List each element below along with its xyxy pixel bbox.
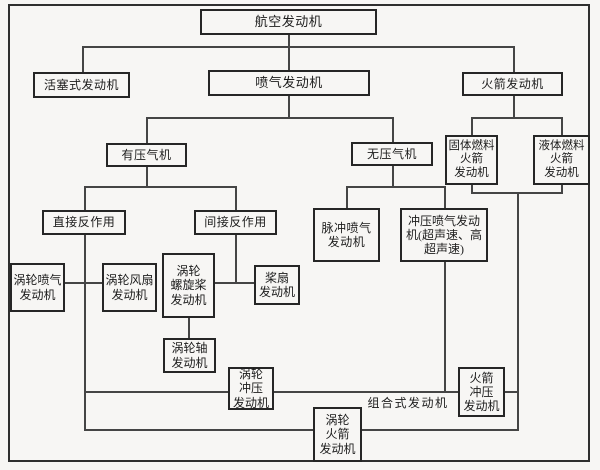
connector-line [392,165,394,188]
connector-line [214,282,255,284]
node-rocket-ramjet-engine: 火箭 冲压 发动机 [458,367,505,417]
connector-line [288,46,290,71]
node-ramjet-engine: 冲压喷气发动 机(超声速、高 超声速) [400,208,488,262]
node-direct-reaction: 直接反作用 [42,210,126,235]
connector-line [235,186,237,211]
connector-line [346,186,348,209]
connector-line [561,184,563,194]
node-aviation-engine: 航空发动机 [200,9,377,35]
node-rocket-engine: 火箭发动机 [462,72,563,96]
node-with-compressor: 有压气机 [106,143,187,167]
connector-line [288,95,290,119]
node-piston-engine: 活塞式发动机 [33,72,130,98]
connector-line [392,117,394,143]
node-turbofan-engine: 涡轮风扇 发动机 [102,263,157,312]
node-indirect-reaction: 间接反作用 [194,210,277,235]
node-propfan-engine: 桨扇 发动机 [254,265,300,305]
node-turbojet-engine: 涡轮喷气 发动机 [10,263,65,312]
outer-border-frame [8,4,590,462]
node-solid-fuel-rocket: 固体燃料 火箭 发动机 [445,135,498,185]
connector-line [471,184,473,194]
node-turbo-rocket-engine: 涡轮 火箭 发动机 [313,407,362,462]
connector-line [84,234,86,431]
node-pulse-jet-engine: 脉冲喷气 发动机 [313,208,380,262]
connector-line [235,234,237,284]
connector-line [444,261,446,393]
connector-line [288,34,290,48]
connector-line [471,117,563,119]
node-turboshaft-engine: 涡轮轴 发动机 [163,338,216,373]
connector-line [346,186,446,188]
connector-line [444,186,446,209]
node-turbo-ramjet-engine: 涡轮 冲压 发动机 [228,367,274,410]
connector-line [188,317,190,339]
connector-line [471,117,473,136]
connector-line [504,391,519,393]
node-without-compressor: 无压气机 [351,142,433,166]
connector-line [82,46,515,48]
connector-line [84,429,519,431]
connector-line [146,117,394,119]
connector-line [84,186,237,188]
connector-line [513,46,515,73]
connector-line [84,186,86,211]
connector-line [146,166,148,188]
connector-line [561,117,563,136]
node-jet-engine: 喷气发动机 [208,70,370,96]
connector-line [513,95,515,119]
node-liquid-fuel-rocket: 液体燃料 火箭 发动机 [533,135,590,185]
node-turboprop-engine: 涡轮 螺旋桨 发动机 [162,253,215,318]
label-combined-engine: 组合式发动机 [367,396,449,410]
connector-line [146,117,148,144]
connector-line [65,282,103,284]
connector-line [517,192,519,431]
connector-line [82,46,84,73]
